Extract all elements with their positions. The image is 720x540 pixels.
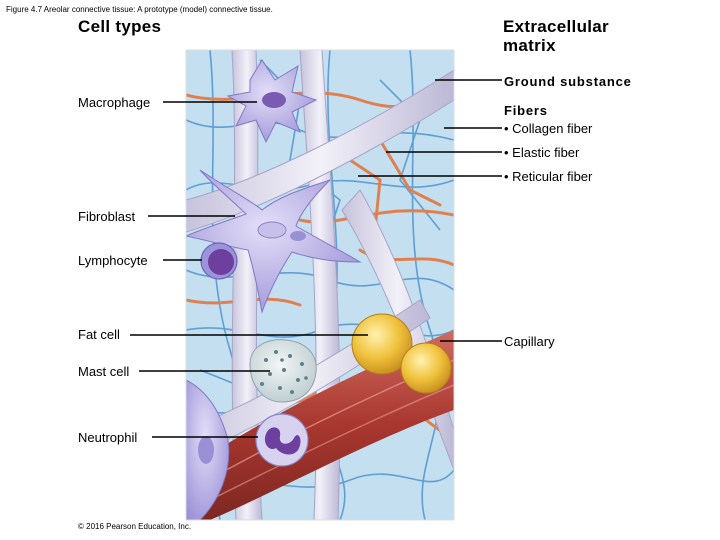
figure-caption: Figure 4.7 Areolar connective tissue: A … [6, 5, 273, 14]
label-macrophage: Macrophage [78, 95, 151, 110]
label-collagen-fiber: • Collagen fiber [504, 121, 593, 136]
mast-cell [249, 339, 317, 403]
label-reticular-fiber: • Reticular fiber [504, 169, 593, 184]
neutrophil-cell [255, 413, 309, 467]
fat-cells [351, 313, 452, 394]
matrix-heading-line-1: Extracellular [503, 17, 609, 36]
label-ground-substance: Ground substance [504, 74, 632, 89]
label-fat-cell: Fat cell [78, 327, 120, 342]
label-fibers: Fibers [504, 103, 548, 118]
connective-cell-lower [186, 379, 230, 520]
lymphocyte-cell [200, 242, 238, 280]
matrix-heading-line-2: matrix [503, 36, 556, 55]
label-neutrophil: Neutrophil [78, 430, 138, 445]
macrophage-cell [226, 59, 318, 144]
copyright-notice: © 2016 Pearson Education, Inc. [78, 522, 192, 531]
label-fibroblast: Fibroblast [78, 209, 136, 224]
label-mast-cell: Mast cell [78, 364, 130, 379]
cell-types-heading: Cell types [78, 17, 162, 36]
leader-lines [130, 79, 502, 438]
fibroblast-cell [186, 169, 362, 314]
extracellular-matrix-heading: Extracellular matrix [503, 17, 609, 55]
label-elastic-fiber: • Elastic fiber [504, 145, 580, 160]
label-capillary: Capillary [504, 334, 555, 349]
label-lymphocyte: Lymphocyte [78, 253, 148, 268]
